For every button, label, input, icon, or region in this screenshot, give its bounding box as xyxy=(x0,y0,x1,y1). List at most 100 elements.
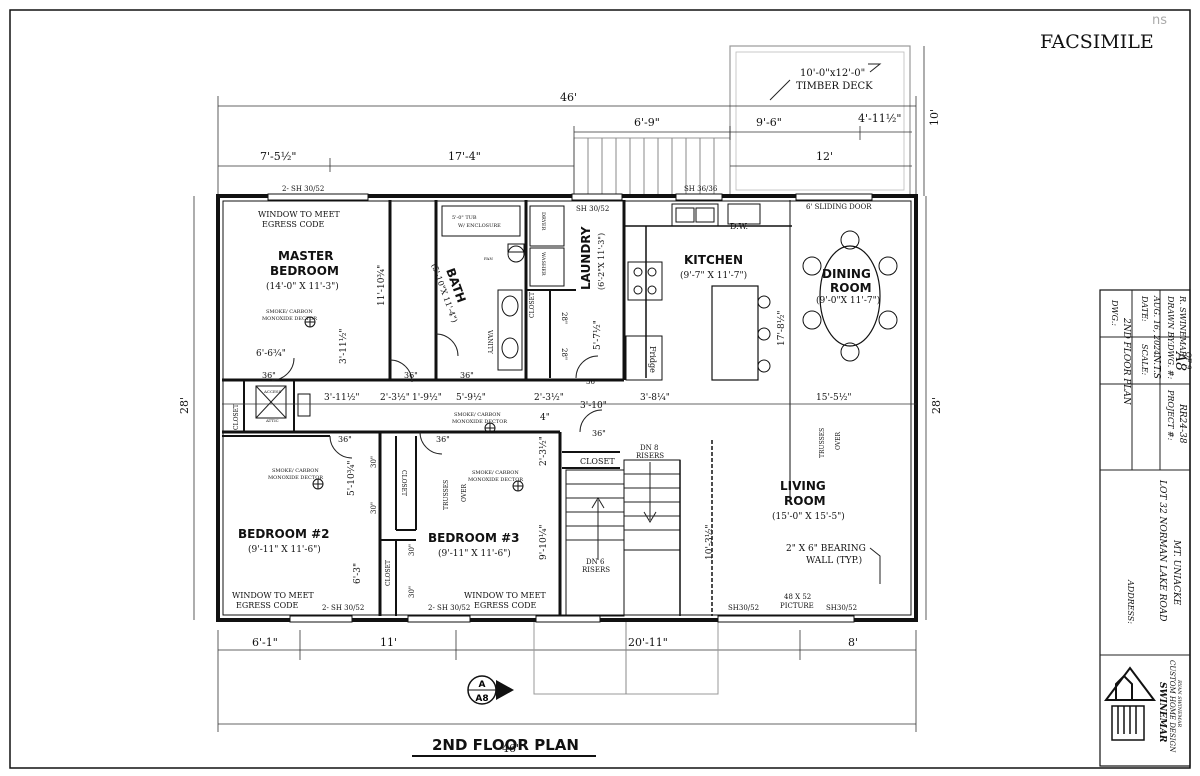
tb-project-value: RR24-38 xyxy=(1177,403,1187,444)
picture-label-2: PICTURE xyxy=(780,602,814,610)
dn8-label-2: RISERS xyxy=(636,452,664,460)
tb-dwg-label: DWG.: xyxy=(1110,299,1119,326)
egress-note-top-1: WINDOW TO MEET xyxy=(258,210,340,219)
section-sheet: A8 xyxy=(475,694,488,704)
dn6-label-2: RISERS xyxy=(582,566,610,574)
deck-name-label: TIMBER DECK xyxy=(796,81,873,92)
dim-36-c: 36" xyxy=(460,371,474,380)
closet-label-bed2: CLOSET xyxy=(400,470,407,496)
sliding-door xyxy=(795,193,873,201)
vanity-note: VANITY xyxy=(486,329,493,355)
dim-5-9: 5'-9½" xyxy=(456,392,486,403)
bearing-note-2: WALL (TYP.) xyxy=(806,555,862,566)
room-laundry-name: LAUNDRY xyxy=(579,226,593,290)
over-label-bed3: OVER xyxy=(461,483,468,502)
dim-30-d: 30" xyxy=(408,586,416,598)
tb-project-label: PROJECT #: xyxy=(1166,389,1175,441)
window-bed2 xyxy=(289,615,353,623)
egress-note-bed3-2: EGRESS CODE xyxy=(474,601,537,610)
dim-2-3c: 2'-3½" xyxy=(538,436,549,466)
dim-right-side: 28' xyxy=(930,397,943,414)
trusses-label-bed3: TRUSSES xyxy=(443,480,450,510)
window-bed3 xyxy=(407,615,471,623)
dim-36-d: 36" xyxy=(338,435,352,444)
tb-company-line3: RYAN SWINEMAR xyxy=(1176,679,1182,727)
tb-date-value: AUG. 16, 2024 xyxy=(1152,295,1161,355)
tb-scale-value: N.T.S xyxy=(1151,354,1161,379)
smoke-note-bed3-2: MONOXIDE DECTOR xyxy=(468,477,523,483)
dim-7-5: 7'-5½" xyxy=(260,150,296,163)
room-living-name1: LIVING xyxy=(780,479,826,493)
dim-4in: 4" xyxy=(540,413,550,423)
window-master-top xyxy=(267,193,369,201)
room-dining-size: (9'-0"X 11'-7") xyxy=(816,295,880,306)
dim-36-b: 36" xyxy=(404,371,418,380)
dim-4-11: 4'-11½" xyxy=(858,112,901,125)
dim-3-11a: 3'-11½" xyxy=(324,392,360,403)
dim-15-5: 15'-5½" xyxy=(816,392,852,403)
fixtures xyxy=(255,203,898,419)
tb-scale-label: SCALE: xyxy=(1140,344,1149,376)
win-label-master: 2- SH 30/52 xyxy=(282,185,324,193)
closet-label-stair: CLOSET xyxy=(580,457,615,466)
interior-dimensions: 3'-11½" 2'-3½" 1'-9½" 5'-9½" 2'-3½" 3'-1… xyxy=(222,265,916,598)
tb-dwgno-label: DWG. #: xyxy=(1166,343,1175,380)
room-living-name2: ROOM xyxy=(784,494,826,508)
dim-17-4: 17'-4" xyxy=(448,150,481,163)
fridge-label: Fridge xyxy=(648,346,657,373)
interior-walls xyxy=(222,200,792,616)
tb-dwg-value: 2ND FLOOR PLAN xyxy=(1121,317,1131,406)
dim-36-f: 36" xyxy=(592,429,606,438)
trusses-label-living: TRUSSES xyxy=(819,428,826,458)
smoke-note-bed2-2: MONOXIDE DECTOR xyxy=(268,475,323,481)
attic-label: ATTIC xyxy=(265,418,279,423)
dim-5-10: 5'-10¾" xyxy=(346,460,357,496)
picture-label-1: 48 X 52 xyxy=(784,593,811,601)
dim-3-10: 3'-10" xyxy=(580,401,607,411)
closet-label-attic: CLOSET xyxy=(233,404,240,430)
dim-11: 11' xyxy=(380,636,397,649)
win-label-kitchen: SH 36/36 xyxy=(684,185,718,193)
dim-6-1: 6'-1" xyxy=(252,636,278,649)
egress-note-bed2-1: WINDOW TO MEET xyxy=(232,591,314,600)
dim-28-a: 28" xyxy=(560,312,568,324)
dryer-label: DRYER xyxy=(540,212,546,231)
section-marker: A A8 xyxy=(467,675,514,705)
deck-size-label: 10'-0"x12'-0" xyxy=(800,68,865,79)
access-label: ACCESS xyxy=(263,389,282,394)
fan-note: FAN xyxy=(484,256,493,261)
dim-30-b: 30" xyxy=(370,502,378,514)
win-label-bed2: 2- SH 30/52 xyxy=(322,604,364,612)
dim-36-g: 36" xyxy=(586,378,598,386)
bearing-note-1: 2" X 6" BEARING xyxy=(786,544,866,554)
dim-deck-depth: 10' xyxy=(928,109,941,126)
smoke-note-bed3-1: SMOKE/ CARBON xyxy=(472,470,519,476)
dim-5-7: 5'-7½" xyxy=(592,320,603,350)
title-block: DWG.: 2ND FLOOR PLAN SCALE: N.T.S DATE: … xyxy=(1099,289,1192,767)
dim-6-6: 6'-6¾" xyxy=(256,348,286,359)
room-kitchen-size: (9'-7" X 11'-7") xyxy=(680,270,747,281)
dim-2-3b: 2'-3½" xyxy=(534,392,564,403)
tb-drawn-value: R. SWINEMAR xyxy=(1178,295,1187,357)
room-master-name2: BEDROOM xyxy=(270,264,339,278)
smoke-note-master-2: MONOXIDE DECTOR xyxy=(262,316,317,322)
smoke-note-hall-1: SMOKE/ CARBON xyxy=(454,412,501,418)
egress-note-top-2: EGRESS CODE xyxy=(262,220,325,229)
room-kitchen-name: KITCHEN xyxy=(684,253,743,267)
dim-9-10: 9'-10¼" xyxy=(538,524,549,560)
tb-date-label: DATE: xyxy=(1140,295,1149,322)
smoke-note-master-1: SMOKE/ CARBON xyxy=(266,309,313,315)
dim-3-11b: 3'-11½" xyxy=(338,328,349,364)
tb-address-label: ADDRESS: xyxy=(1126,579,1135,624)
smoke-detectors xyxy=(304,316,524,492)
tb-of-value: OF 9 xyxy=(1184,352,1192,370)
dim-10-3: 10'-3½" xyxy=(704,524,715,560)
dim-28-b: 28" xyxy=(560,348,568,360)
room-laundry-size: (6'-2"X 11'-3") xyxy=(597,233,606,290)
dim-30-c: 30" xyxy=(408,544,416,556)
tb-address-line2: MT. UNIACKE xyxy=(1171,539,1181,606)
dim-20-11: 20'-11" xyxy=(628,636,668,649)
watermark-text: FACSIMILE xyxy=(1040,31,1154,53)
